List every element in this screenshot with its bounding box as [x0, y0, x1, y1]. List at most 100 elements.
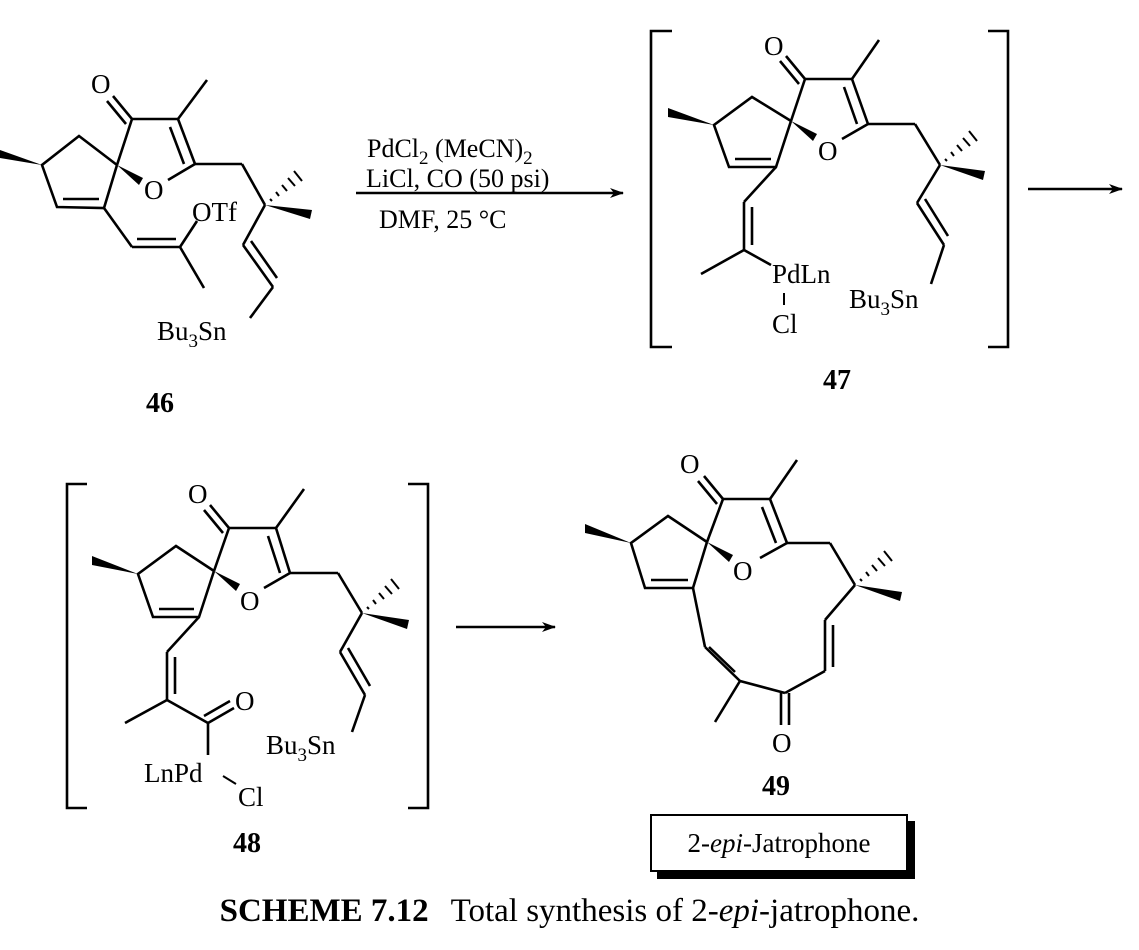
pd-bond: [743, 248, 772, 267]
ketone-oxygen-label: O: [680, 449, 700, 479]
double-bond-inner: [708, 646, 736, 673]
methyl-wedge: [668, 108, 714, 125]
carbonyl-bond: [208, 504, 231, 529]
ring-oxygen-label: O: [733, 556, 753, 586]
bond: [850, 78, 870, 125]
bond: [263, 571, 291, 590]
bond: [704, 646, 741, 682]
bond: [915, 202, 946, 246]
bond: [166, 616, 200, 653]
cyclopentene-ring: [712, 95, 793, 169]
ketone-oxygen-label: O: [764, 31, 784, 61]
bond: [178, 220, 199, 248]
name-suffix: -Jatrophone: [743, 828, 871, 858]
bond: [167, 162, 196, 182]
methyl-hash: [366, 578, 400, 610]
methyl-bond: [274, 488, 306, 529]
bond: [759, 541, 788, 560]
compound-48: O O Bu3Sn O LnPd Cl 48: [65, 479, 430, 859]
reaction-arrow-1: PdCl2 (MeCN)2 LiCl, CO (50 psi) DMF, 25 …: [356, 134, 624, 234]
compound-49: O O O 49: [585, 449, 902, 802]
ketone-oxygen-label: O: [91, 69, 111, 99]
ring-oxygen-label: O: [240, 586, 260, 616]
bond: [336, 572, 364, 614]
methyl-wedge: [940, 165, 985, 180]
methyl-bond: [768, 459, 799, 500]
cyclopentene-ring: [40, 134, 119, 210]
cyclopentene-ring: [136, 544, 216, 619]
carbonyl-bond-2: [202, 509, 225, 534]
methyl-bond: [176, 79, 209, 120]
bond: [739, 679, 786, 695]
bond: [338, 651, 367, 696]
compound-number: 46: [146, 388, 174, 419]
triflate-label: OTf: [192, 197, 237, 227]
acyl-oxygen-label: O: [235, 686, 255, 716]
bond: [350, 694, 367, 733]
methyl-wedge: [585, 524, 631, 543]
carbonyl-bond: [784, 55, 807, 80]
palladium-label: PdLn: [772, 259, 831, 289]
enone-oxygen-label: O: [772, 728, 792, 758]
methyl-bond: [713, 680, 742, 723]
methyl-hash: [859, 550, 893, 582]
compound-47: O O Bu3Sn PdLn Cl 47: [649, 29, 1010, 396]
spiro-wedge: [707, 542, 733, 562]
methyl-wedge: [855, 585, 902, 601]
cyclopentene-ring: [629, 514, 709, 590]
methyl-bond: [178, 246, 206, 289]
right-bracket: [408, 482, 430, 810]
carbonyl-bond: [111, 95, 134, 120]
bond: [841, 122, 869, 141]
bond: [274, 527, 292, 574]
bond: [241, 204, 267, 246]
chloride-label: Cl: [772, 309, 798, 339]
methyl-wedge: [362, 613, 409, 629]
bond: [768, 498, 789, 544]
ring-oxygen-label: O: [818, 136, 838, 166]
ring-oxygen-label: O: [144, 175, 164, 205]
carbonyl-bond: [702, 475, 725, 500]
bond: [824, 584, 856, 621]
bond: [929, 244, 946, 285]
compound-name-box: 2-epi-Jatrophone: [650, 814, 908, 872]
spiro-wedge: [214, 571, 240, 591]
pd-cl-bond: [222, 775, 237, 785]
reagent-line-1: PdCl2 (MeCN)2: [367, 134, 533, 169]
double-bond-inner: [923, 198, 950, 237]
bond: [102, 207, 134, 248]
stannane-label: Bu3Sn: [849, 284, 919, 320]
double-bond-inner: [168, 126, 186, 165]
left-bracket: [65, 482, 87, 810]
name-prefix: 2-: [687, 828, 711, 858]
name-italic: epi: [710, 828, 744, 858]
bond: [248, 286, 275, 319]
bond: [789, 78, 807, 122]
methyl-hash: [944, 130, 978, 162]
compound-number: 49: [762, 771, 790, 802]
methyl-bond: [700, 248, 745, 276]
acyl-carbonyl-bond: [207, 706, 235, 725]
caption-text-end: -jatrophone.: [759, 893, 920, 929]
palladium-label: LnPd: [144, 758, 203, 788]
stannane-label: Bu3Sn: [157, 316, 227, 352]
bond: [743, 166, 777, 203]
bond: [913, 123, 942, 166]
caption-italic: epi: [718, 893, 760, 929]
ketone-oxygen-label: O: [188, 479, 208, 509]
methyl-bond: [124, 698, 168, 725]
carbonyl-bond-2: [696, 480, 719, 505]
bond: [828, 542, 857, 586]
compound-46: O O OTf Bu3Sn 46: [0, 69, 312, 419]
methyl-wedge: [0, 150, 42, 165]
bond: [705, 498, 725, 543]
double-bond-inner: [266, 535, 282, 574]
double-bond-inner: [842, 86, 859, 125]
compound-number: 47: [823, 365, 851, 396]
compound-number: 48: [233, 828, 261, 859]
double-bond-inner: [249, 240, 279, 279]
carbonyl-bond-2: [778, 60, 801, 85]
chloride-label: Cl: [238, 782, 264, 812]
bond: [915, 164, 942, 204]
